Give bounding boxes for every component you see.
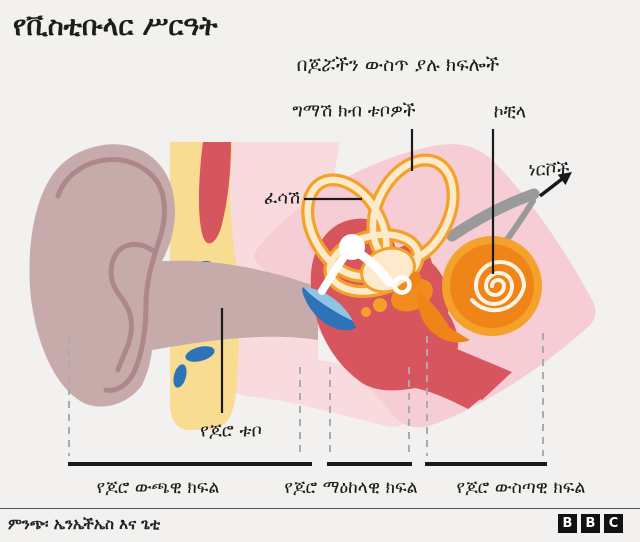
bbc-logo: B B C [558,514,623,533]
bbc-logo-letter: B [581,514,600,533]
middle-ear-cavity [310,218,488,409]
ear-fold-lines [55,157,167,393]
source-credit: ምንጭ፡ ኤንኤችኤስ እና ጌቲ [8,515,161,533]
section-label-middle-ear: የጆሮ ማዕከላዊ ክፍል [284,478,418,498]
section-label-outer-ear: የጆሮ ውጫዊ ክፍል [96,478,220,498]
nerve-arrow-icon [538,172,572,198]
section-divider-dashes [68,333,544,456]
bbc-logo-letter: C [604,514,623,533]
ear-canal-shape [150,260,318,350]
ossicles-bones [318,234,412,295]
bone-red-streak [199,142,231,244]
page-title: የቪስቲቡላር ሥርዓት [13,11,218,42]
footer-divider [0,508,640,509]
subtitle: በጆሯችን ውስጥ ያሉ ክፍሎች [296,54,500,76]
label-cochlea: ኮቺላ [493,101,527,123]
label-nerves: ነርቮች [528,159,570,181]
label-ear-canal: የጆሮ ቱቦ [200,420,262,442]
cochlea-shape [417,236,542,343]
eardrum-highlight [303,287,353,321]
section-label-inner-ear: የጆሮ ውስጣዊ ክፍል [456,478,586,498]
pointer-lines [220,129,495,413]
outer-ear-shape [29,144,175,407]
label-fluid: ፈሳሽ [263,187,301,209]
label-semicircular-canals: ግማሽ ክብ ቱቦዎች [292,100,416,122]
bbc-logo-letter: B [558,514,577,533]
